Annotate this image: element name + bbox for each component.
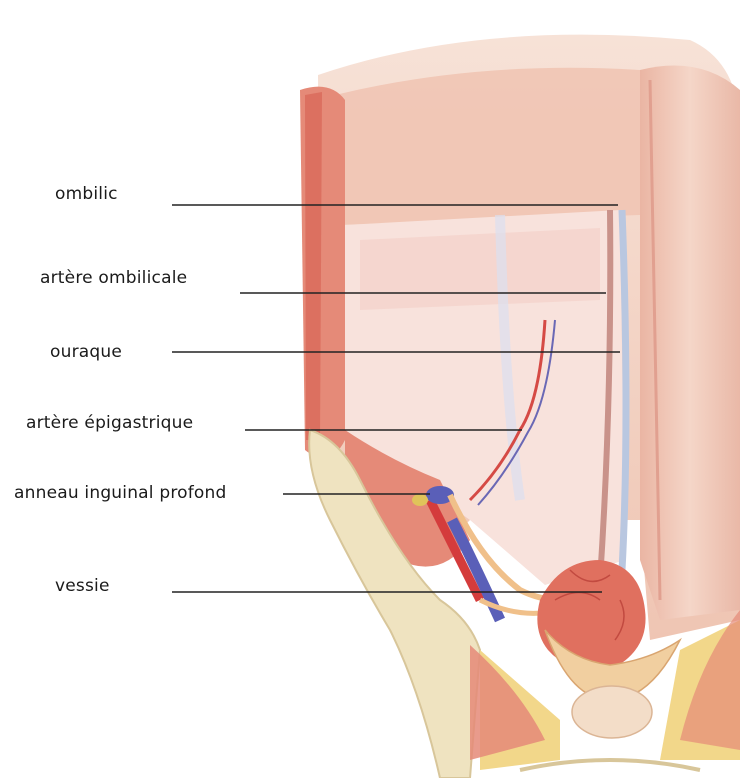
prostate — [572, 686, 652, 738]
label-ombilic: ombilic — [55, 184, 118, 204]
label-artere-ombilicale: artère ombilicale — [40, 268, 187, 288]
rectus-upper — [335, 68, 640, 225]
label-vessie: vessie — [55, 576, 110, 596]
label-artere-epigastrique: artère épigastrique — [26, 413, 193, 433]
label-anneau-inguinal-profond: anneau inguinal profond — [14, 483, 227, 503]
label-ouraque: ouraque — [50, 342, 122, 362]
urachus — [622, 210, 626, 570]
